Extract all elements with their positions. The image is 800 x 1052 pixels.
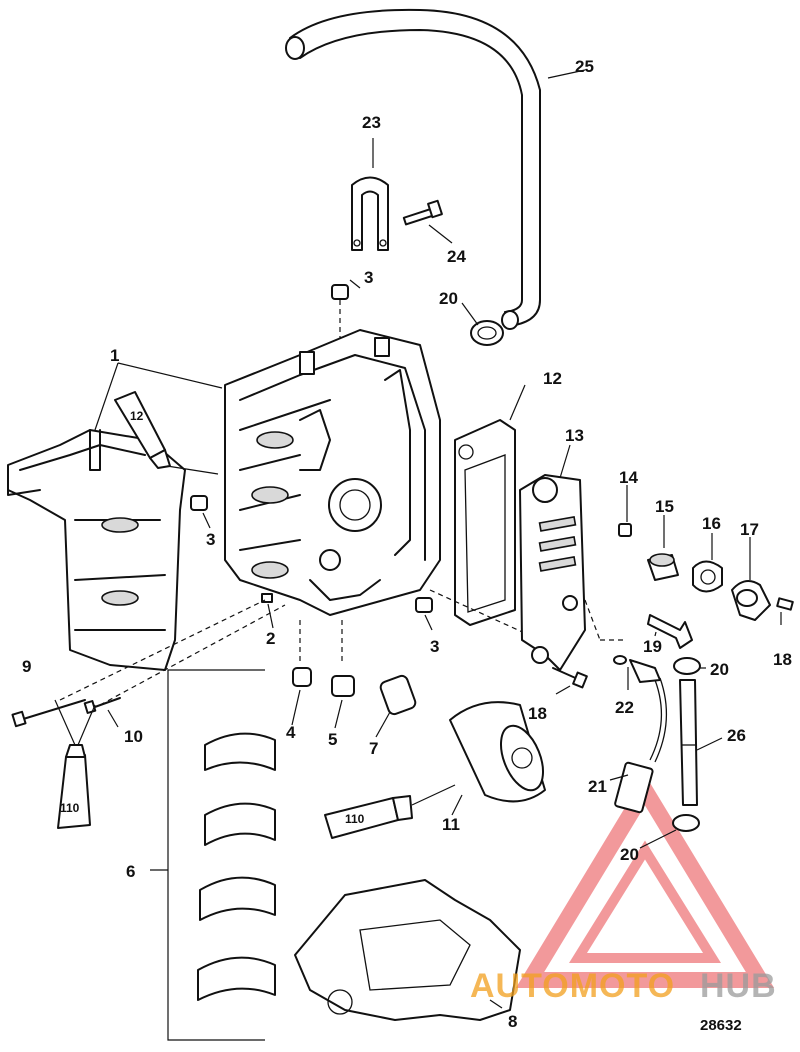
gasket-part	[692, 560, 723, 593]
gasket-part	[294, 879, 521, 1021]
hose-part	[679, 679, 698, 806]
clamp-part	[470, 320, 504, 346]
watermark-logo	[515, 774, 775, 988]
screw-part	[402, 199, 443, 226]
callout-24: 24	[447, 247, 466, 266]
figure-number: 28632	[700, 1017, 742, 1034]
callout-4: 4	[286, 723, 296, 742]
callout-20: 20	[439, 289, 458, 308]
callout-18: 18	[528, 704, 547, 723]
callout-17: 17	[740, 520, 759, 539]
dowel-part	[190, 495, 208, 511]
fitting-part	[647, 614, 693, 649]
dowel-part	[331, 675, 355, 697]
callout-26: 26	[727, 726, 746, 745]
callout-3: 3	[430, 637, 439, 656]
cylinder-block	[224, 329, 441, 616]
callout-3: 3	[206, 530, 215, 549]
bolt-part	[11, 699, 86, 728]
callout-11: 11	[442, 815, 460, 834]
callout-22: 22	[615, 698, 634, 717]
callout-25: 25	[575, 57, 594, 76]
thermostat-cover	[731, 580, 771, 621]
callout-13: 13	[565, 426, 584, 445]
sensor-part	[614, 659, 668, 814]
callout-5: 5	[328, 730, 337, 749]
svg-text:12: 12	[130, 409, 144, 423]
nut-part	[331, 284, 349, 300]
callout-9: 9	[22, 657, 31, 676]
o-ring-part	[613, 655, 627, 665]
svg-text:110: 110	[345, 812, 365, 826]
bearing-set	[197, 732, 276, 1001]
dowel-part	[292, 667, 312, 687]
watermark-text-a: AUTOMOTO	[470, 967, 675, 1005]
callout-10: 10	[124, 727, 143, 746]
bracket-part	[351, 176, 389, 251]
nut-part	[415, 597, 433, 613]
callout-20: 20	[620, 845, 639, 864]
callout-labels: 1 2 3 3 3 4 5 6 7 8 9 10 11 12 13 14 15 …	[22, 57, 792, 1031]
oil-filter	[449, 701, 546, 803]
clamp-part	[673, 657, 701, 675]
bolt-part	[552, 667, 588, 689]
callout-21: 21	[588, 777, 607, 796]
sealant-tube: 110	[324, 795, 413, 839]
watermark-text: AUTOMOTO HUB	[470, 967, 777, 1005]
svg-text:110: 110	[60, 801, 80, 815]
cover-plate	[519, 474, 586, 671]
callout-14: 14	[619, 468, 638, 487]
callout-7: 7	[369, 739, 378, 758]
dowel-part	[261, 593, 273, 603]
callout-1: 1	[110, 346, 119, 365]
nut-part	[618, 523, 632, 537]
callout-12: 12	[543, 369, 562, 388]
callout-18: 18	[773, 650, 792, 669]
callout-20: 20	[710, 660, 729, 679]
watermark-text-b: HUB	[700, 967, 777, 1005]
leader-lines	[94, 69, 782, 1009]
callout-2: 2	[266, 629, 275, 648]
hose-part	[285, 8, 541, 330]
callout-23: 23	[362, 113, 381, 132]
bolt-part	[776, 597, 794, 611]
callout-15: 15	[655, 497, 674, 516]
callout-3: 3	[364, 268, 373, 287]
callout-8: 8	[508, 1012, 517, 1031]
callout-6: 6	[126, 862, 135, 881]
screw-part	[83, 697, 121, 714]
gasket-part	[454, 419, 516, 626]
clamp-part	[672, 814, 700, 832]
callout-16: 16	[702, 514, 721, 533]
callout-19: 19	[643, 637, 662, 656]
sleeve-part	[379, 674, 417, 716]
thermostat-part	[647, 553, 679, 581]
crankcase	[7, 429, 186, 671]
sealant-tube: 110	[57, 744, 91, 829]
